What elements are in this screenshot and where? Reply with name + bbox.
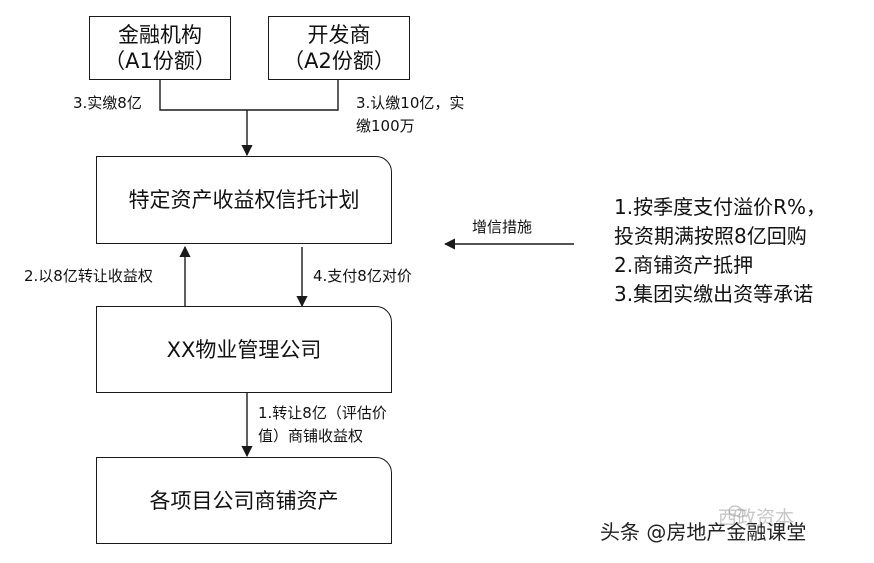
note-item: 投资期满按照8亿回购 bbox=[614, 224, 807, 248]
funding-bracket-line bbox=[159, 80, 339, 111]
note-item: 3.集团实缴出资等承诺 bbox=[614, 282, 814, 306]
watermark: 头条 @房地产金融课堂 bbox=[600, 520, 807, 544]
faded-watermark: 西政资本 bbox=[718, 507, 795, 529]
developer-share: （A2份额） bbox=[283, 49, 395, 73]
subscribe-label-line1: 3.认缴10亿，实 bbox=[356, 94, 465, 112]
financial-institution-name: 金融机构 bbox=[118, 23, 202, 47]
financial-institution-box: 金融机构 （A1份额） bbox=[89, 16, 231, 80]
asset-transfer-label-line1: 1.转让8亿（评估价 bbox=[258, 404, 387, 422]
project-assets-title: 各项目公司商铺资产 bbox=[149, 488, 339, 513]
property-management-title: XX物业管理公司 bbox=[166, 337, 322, 362]
note-item: 2.商铺资产抵押 bbox=[614, 253, 754, 277]
asset-transfer-label-line2: 值）商铺收益权 bbox=[258, 427, 364, 445]
credit-enhancement-notes: 1.按季度支付溢价R%， 投资期满按照8亿回购 2.商铺资产抵押 3.集团实缴出… bbox=[614, 193, 826, 309]
wechat-icon bbox=[728, 505, 746, 518]
trust-plan-box: 特定资产收益权信托计划 bbox=[96, 156, 392, 244]
note-item: 1.按季度支付溢价R%， bbox=[614, 195, 826, 219]
credit-enhancement-label: 增信措施 bbox=[472, 218, 533, 236]
developer-name: 开发商 bbox=[307, 23, 371, 47]
transfer-rights-label: 2.以8亿转让收益权 bbox=[24, 267, 153, 285]
pay-consideration-label: 4.支付8亿对价 bbox=[313, 267, 412, 285]
property-management-box: XX物业管理公司 bbox=[96, 306, 392, 393]
developer-box: 开发商 （A2份额） bbox=[268, 16, 410, 80]
subscribe-label-line2: 缴100万 bbox=[356, 117, 415, 135]
project-assets-box: 各项目公司商铺资产 bbox=[96, 457, 392, 544]
financial-institution-share: （A1份额） bbox=[104, 49, 216, 73]
trust-plan-title: 特定资产收益权信托计划 bbox=[128, 188, 360, 212]
paid-in-label: 3.实缴8亿 bbox=[73, 94, 142, 112]
